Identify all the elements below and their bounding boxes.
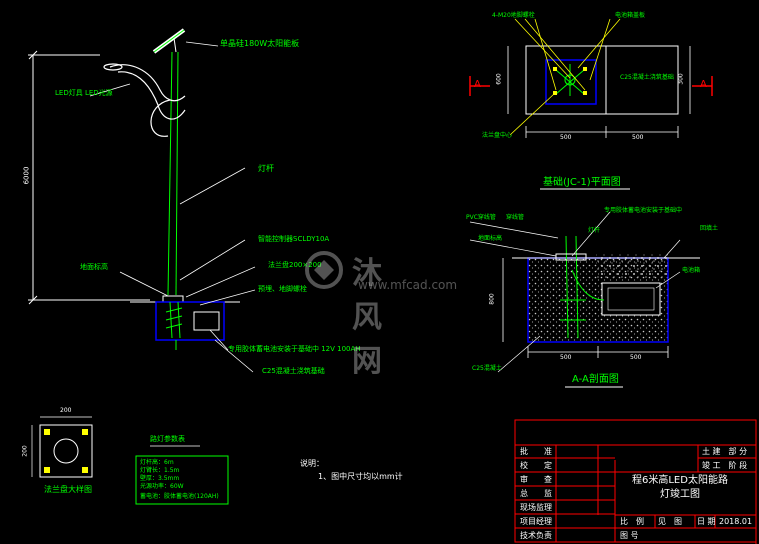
- watermark-logo-icon: [305, 251, 343, 289]
- tb-dept: 土 建 部 分: [702, 447, 748, 456]
- params-title: 路灯参数表: [150, 435, 185, 443]
- tb-site-manager: 现场监理: [520, 503, 552, 512]
- params-row-3: 壁厚：3.5mm: [140, 475, 180, 482]
- label-section-note: 专用胶体蓄电池安装于基础中: [604, 207, 683, 214]
- flange-title: 法兰盘大样图: [44, 485, 92, 494]
- lamp-pole: [167, 51, 179, 296]
- flange-detail: [31, 416, 93, 478]
- label-concrete: C25混凝土浇筑基础: [262, 367, 325, 375]
- plan-dimensions: [507, 46, 691, 138]
- params-row-5: 蓄电池：胶体蓄电池(120AH): [140, 493, 219, 500]
- dim-section-height: 800: [488, 293, 496, 305]
- params-row-2: 灯臂长：1.5m: [140, 467, 180, 474]
- section-mark-right: A: [700, 79, 707, 90]
- notes-title: 说明：: [300, 459, 324, 468]
- label-solar-panel: 单晶硅180W太阳能板: [220, 39, 300, 48]
- label-plan-box: 电池箱盖板: [615, 12, 646, 19]
- section-mark-left: A: [474, 79, 481, 90]
- section-dimensions: [502, 258, 669, 358]
- label-lamp-head: LED灯具 LED光源: [55, 89, 113, 97]
- label-section-pole: 灯杆: [588, 227, 601, 234]
- label-section-soil: 回填土: [700, 225, 719, 232]
- tb-review: 审 查: [520, 475, 552, 484]
- label-section-tube: 穿线管: [506, 214, 525, 221]
- dim-section-right: 500: [630, 354, 642, 361]
- params-row-4: 光源功率：60W: [140, 483, 184, 490]
- dim-plan-right: 500: [632, 134, 644, 141]
- label-section-concrete: C25混凝土: [472, 365, 502, 372]
- tb-drawing-title-1: 程6米高LED太阳能路: [632, 475, 728, 486]
- tb-drawing-title-2: 灯竣工图: [660, 489, 700, 500]
- lamp-foundation: [155, 301, 225, 350]
- tb-scale-label: 比 例: [620, 517, 644, 526]
- tb-date-label: 日 期: [697, 517, 716, 526]
- label-section-pipe: PVC穿线管: [466, 214, 496, 221]
- section-markers: [469, 76, 713, 96]
- dim-plan-height: 600: [495, 73, 503, 85]
- lamp-elevation: [28, 28, 256, 373]
- tb-stage: 竣 工 阶 段: [702, 461, 748, 470]
- lamp-arm: [103, 63, 186, 137]
- dim-flange-height: 200: [21, 445, 29, 457]
- label-section-ground: 地面标高: [478, 235, 503, 242]
- label-anchor-bolt: 预埋、地脚螺栓: [258, 285, 307, 293]
- label-battery: 专用胶体蓄电池安装于基础中 12V 100AH: [228, 345, 361, 353]
- params-table-frame: [135, 455, 229, 505]
- label-plan-concrete: C25混凝土浇筑基础: [620, 74, 674, 81]
- tb-approve: 批 准: [520, 447, 552, 456]
- label-pole: 灯杆: [258, 164, 274, 173]
- label-ground-level: 地面标高: [80, 263, 108, 271]
- label-controller: 智能控制器SCLDY10A: [258, 235, 330, 243]
- params-row-1: 灯杆高：6m: [140, 459, 174, 466]
- dim-section-left: 500: [560, 354, 572, 361]
- label-plan-bolt: 4-M20地脚螺栓: [492, 12, 535, 19]
- dim-plan-side: 300: [677, 73, 685, 85]
- label-plan-flange: 法兰盘中心: [482, 132, 513, 139]
- plan-leaders: [509, 18, 621, 136]
- label-section-box: 电池箱: [682, 267, 701, 274]
- solar-panel: [152, 28, 186, 54]
- section-leaders: [469, 211, 681, 373]
- tb-scale-value: 见 图: [658, 517, 682, 526]
- tb-drawing-no-label: 图 号: [620, 531, 639, 540]
- notes-line-1: 1、图中尺寸均以mm计: [318, 472, 403, 481]
- watermark-name: 沐风网: [352, 256, 386, 379]
- dim-flange-width: 200: [60, 407, 72, 414]
- tb-project-manager: 项目经理: [520, 517, 552, 526]
- dim-plan-left: 500: [560, 134, 572, 141]
- watermark-url: www.mfcad.com: [358, 278, 458, 292]
- tb-date-value: 2018.01: [719, 517, 753, 526]
- section-title: A-A剖面图: [572, 374, 619, 385]
- label-flange: 法兰盘200×200: [268, 261, 322, 269]
- lamp-leaders: [89, 41, 256, 373]
- section-view: [469, 188, 700, 388]
- plan-title: 基础(JC-1)平面图: [543, 177, 621, 188]
- foundation-plan: [469, 18, 713, 138]
- tb-supervise: 总 监: [520, 489, 552, 498]
- height-dimension: [28, 50, 150, 305]
- tb-tech-lead: 技术负责: [520, 531, 552, 540]
- tb-check: 校 定: [520, 461, 552, 470]
- dim-lamp-height: 6000: [22, 166, 31, 185]
